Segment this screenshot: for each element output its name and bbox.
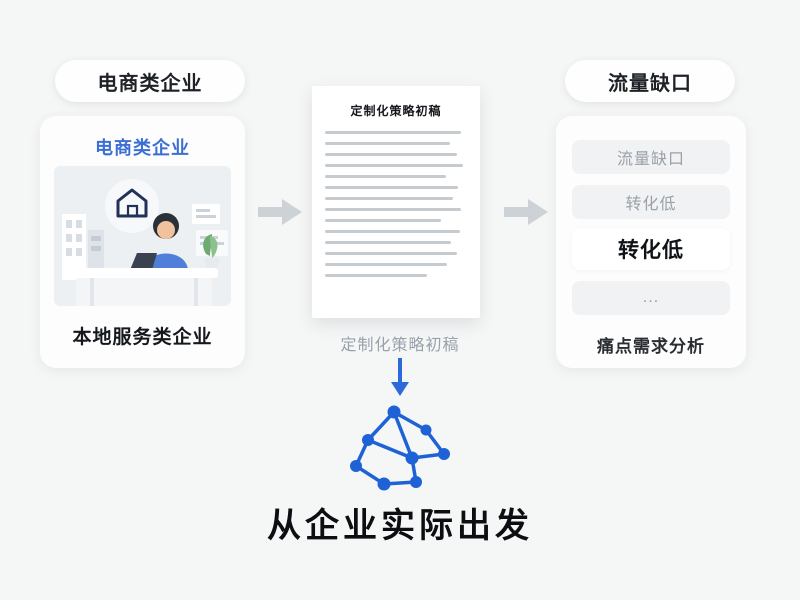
right-arrow-icon	[504, 197, 548, 232]
document-title: 定制化策略初稿	[350, 104, 442, 118]
pain-point-row: 流量缺口	[572, 140, 730, 174]
text-line	[325, 186, 459, 189]
left-card-caption: 本地服务类企业	[72, 327, 213, 348]
down-arrow-icon	[390, 358, 410, 403]
right-card: 流量缺口 转化低 转化低 ... 痛点需求分析	[556, 116, 746, 368]
left-pill: 电商类企业	[55, 60, 245, 102]
pain-point-row-highlighted: 转化低	[572, 228, 730, 270]
network-graph-svg	[350, 405, 450, 491]
text-line	[325, 219, 442, 222]
text-line	[325, 197, 453, 200]
right-arrow-icon	[258, 197, 302, 232]
document-caption: 定制化策略初稿	[340, 337, 460, 354]
right-pill-label: 流量缺口	[608, 72, 692, 95]
text-line	[325, 175, 446, 178]
right-arrow-svg	[258, 199, 302, 225]
text-line	[325, 263, 448, 266]
strategy-document: 定制化策略初稿	[312, 86, 480, 318]
document-text-lines	[312, 131, 480, 277]
text-line	[325, 164, 463, 167]
workspace-illustration	[54, 166, 231, 306]
down-arrow-svg	[391, 358, 409, 396]
text-line	[325, 153, 458, 156]
text-line	[325, 131, 462, 134]
text-line	[325, 252, 458, 255]
headline: 从企业实际出发	[267, 507, 533, 545]
left-card-title: 电商类企业	[95, 138, 190, 158]
left-card: 电商类企业	[40, 116, 245, 368]
text-line	[325, 241, 452, 244]
right-pill: 流量缺口	[565, 60, 735, 102]
text-line	[325, 230, 460, 233]
text-line	[325, 142, 450, 145]
workspace-illustration-svg	[54, 166, 231, 306]
pain-point-row: 转化低	[572, 185, 730, 219]
network-graph-icon	[348, 400, 452, 499]
right-card-caption: 痛点需求分析	[597, 337, 705, 356]
text-line	[325, 208, 462, 211]
right-arrow-svg	[504, 199, 548, 225]
pain-point-row-ellipsis: ...	[572, 281, 730, 315]
text-line	[325, 274, 428, 277]
left-pill-label: 电商类企业	[97, 72, 203, 95]
